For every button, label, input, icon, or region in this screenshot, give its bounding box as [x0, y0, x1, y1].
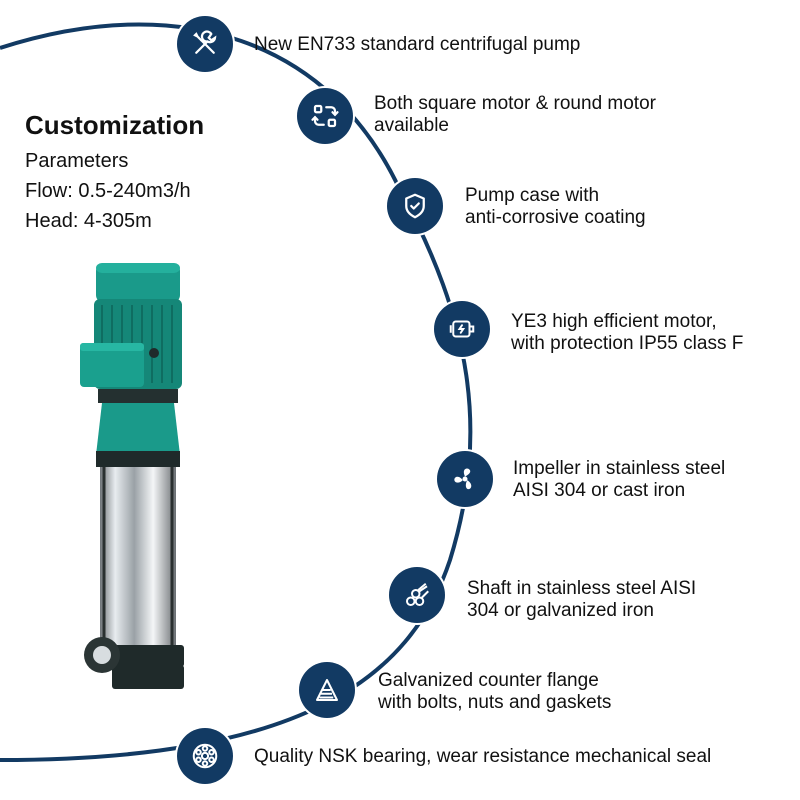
shaft-pipes-icon: [389, 567, 445, 623]
head-spec: Head: 4-305m: [25, 210, 152, 232]
page-title: Customization: [25, 110, 205, 140]
parameters-label: Parameters: [25, 150, 129, 172]
feature-en733: New EN733 standard centrifugal pump: [254, 34, 581, 55]
shield-check-icon: [387, 178, 443, 234]
feature-ye3-motor: YE3 high efficient motor,with protection…: [511, 311, 744, 354]
impeller-fan-icon: [437, 451, 493, 507]
bearing-icon: [177, 728, 233, 784]
wrench-screwdriver-icon: [177, 16, 233, 72]
flange-bolts-icon: [299, 662, 355, 718]
feature-bearing: Quality NSK bearing, wear resistance mec…: [254, 746, 712, 767]
refresh-swap-icon: [297, 88, 353, 144]
motor-icon: [434, 301, 490, 357]
flow-spec: Flow: 0.5-240m3/h: [25, 180, 191, 202]
vertical-pump-image: [80, 263, 184, 689]
